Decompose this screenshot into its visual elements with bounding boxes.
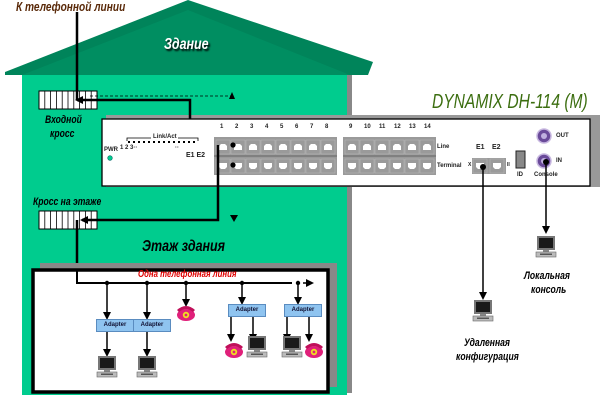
line-port xyxy=(344,139,360,155)
id-button xyxy=(515,150,526,169)
port-number: 1 xyxy=(220,124,224,130)
e1-label: E1 xyxy=(476,144,485,151)
terminal-port xyxy=(260,158,276,174)
pwr-label: PWR xyxy=(104,147,118,153)
adapter-box: Adapter xyxy=(284,304,322,317)
ii-mark: II xyxy=(507,162,510,168)
port-number: 9 xyxy=(349,124,353,130)
terminal-port xyxy=(290,158,306,174)
led-dots: ·· xyxy=(175,145,179,151)
remote-config-label-1: Удаленная xyxy=(464,337,510,349)
floor-phone xyxy=(177,306,195,321)
floor-pc xyxy=(136,355,158,378)
line-port xyxy=(320,139,336,155)
down-triangle-marker xyxy=(230,215,238,222)
line-label: Line xyxy=(437,144,450,150)
port-number: 14 xyxy=(424,124,431,130)
in-label: IN xyxy=(556,158,562,164)
port-number: 13 xyxy=(409,124,416,130)
terminal-port xyxy=(374,158,390,174)
entry-cross-label-1: Входной xyxy=(45,114,82,126)
line-port xyxy=(275,139,291,155)
terminal-port xyxy=(359,158,375,174)
line-port xyxy=(260,139,276,155)
line-port xyxy=(404,139,420,155)
floor-pc xyxy=(96,355,118,378)
floor-pc xyxy=(281,335,303,358)
building-roof xyxy=(5,0,373,75)
port-bank-9-14 xyxy=(343,137,436,175)
terminal-port xyxy=(275,158,291,174)
line-port xyxy=(359,139,375,155)
terminal-port xyxy=(245,158,261,174)
terminal-port xyxy=(419,158,435,174)
led-e1e2: E1 E2 xyxy=(186,152,206,159)
port-number: 4 xyxy=(265,124,269,130)
terminal-port xyxy=(404,158,420,174)
building-label: Здание xyxy=(164,36,209,53)
terminal-port xyxy=(344,158,360,174)
adapter-box: Adapter xyxy=(133,319,171,332)
adapter-box: Adapter xyxy=(96,319,134,332)
line-port xyxy=(245,139,261,155)
phone-line-label: К телефонной линии xyxy=(16,0,126,14)
remote-config-label-2: конфигурация xyxy=(456,351,519,363)
out-label: OUT xyxy=(556,133,569,139)
port-number: 7 xyxy=(310,124,314,130)
building-wall-shadow xyxy=(346,75,352,393)
floor-cross-label: Кросс на этаже xyxy=(33,196,102,208)
pwr-led xyxy=(107,155,113,161)
port-number: 12 xyxy=(394,124,401,130)
terminal-port xyxy=(305,158,321,174)
line-port xyxy=(419,139,435,155)
device-title: DYNAMIX DH-114 (M) xyxy=(432,91,588,113)
port-number: 5 xyxy=(280,124,284,130)
floor-phone xyxy=(305,343,323,358)
port-number: 2 xyxy=(235,124,239,130)
local-console-pc xyxy=(535,235,557,258)
id-label: ID xyxy=(517,172,523,178)
line-port xyxy=(374,139,390,155)
line-port xyxy=(389,139,405,155)
port-number: 6 xyxy=(295,124,299,130)
e2-label: E2 xyxy=(492,144,501,151)
line-port xyxy=(290,139,306,155)
port-number: 8 xyxy=(325,124,329,130)
port-number: 3 xyxy=(250,124,254,130)
floor-phone xyxy=(225,343,243,358)
terminal-port xyxy=(389,158,405,174)
local-console-label-2: консоль xyxy=(531,284,567,296)
port-number: 11 xyxy=(379,124,386,130)
floor-room xyxy=(31,268,330,394)
building-floor-label: Этаж здания xyxy=(142,238,226,255)
link-act-label: Link/Act xyxy=(153,134,177,140)
led-numbers: 1 2 3·· xyxy=(120,145,138,151)
local-console-label-1: Локальная xyxy=(524,270,570,282)
floor-cross xyxy=(38,210,98,230)
entry-cross-label-2: кросс xyxy=(50,128,75,140)
single-phone-line-label: Одна телефонная линия xyxy=(138,269,237,280)
console-label: Console xyxy=(534,172,558,178)
port-number: 10 xyxy=(364,124,371,130)
x-mark: X xyxy=(468,162,472,168)
floor-pc xyxy=(246,335,268,358)
adapter-box: Adapter xyxy=(228,304,266,317)
remote-config-pc xyxy=(472,299,494,322)
terminal-port xyxy=(320,158,336,174)
terminal-label: Terminal xyxy=(437,163,462,169)
line-port xyxy=(305,139,321,155)
